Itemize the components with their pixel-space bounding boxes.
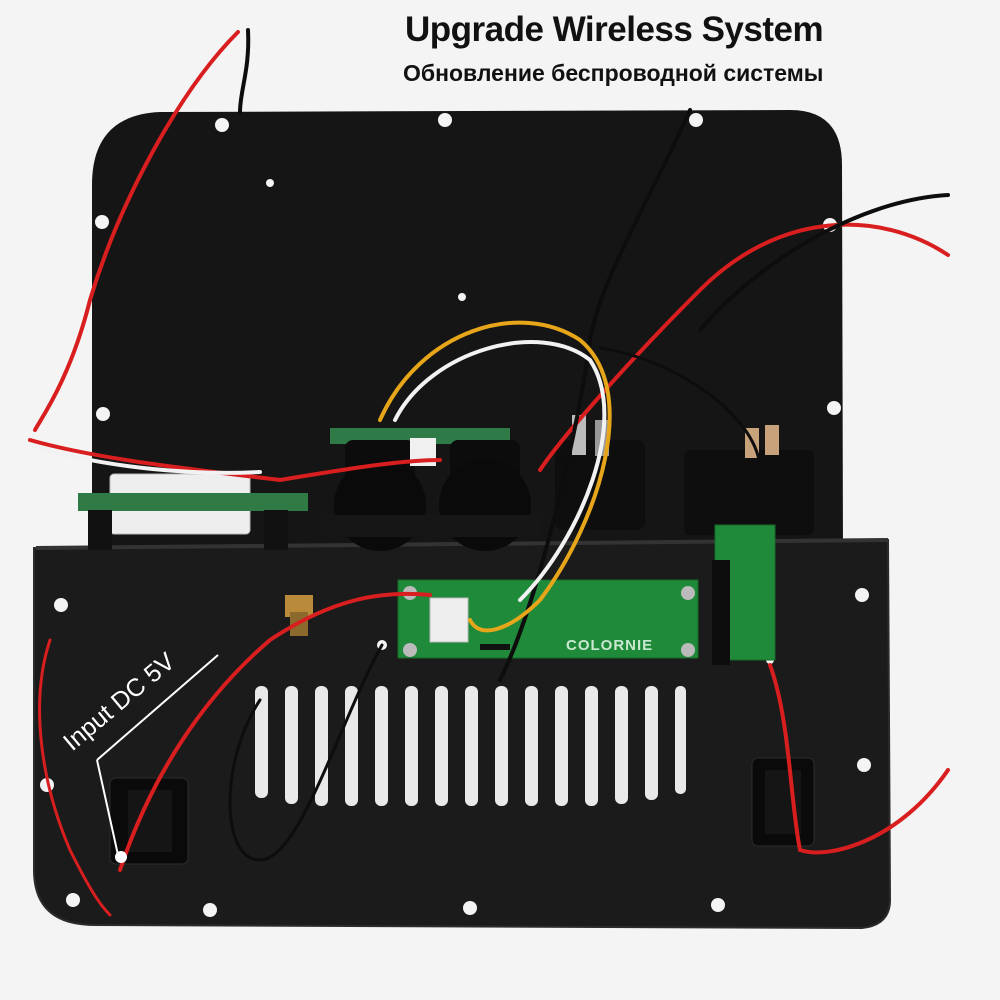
annotation-dot	[115, 851, 127, 863]
xlr-connector-right	[430, 440, 540, 551]
red-wire-right-top	[538, 222, 950, 472]
red-wire-input	[118, 591, 432, 872]
red-wire-bottom-left-exit	[38, 638, 112, 917]
wireless-module-pcb	[397, 579, 699, 659]
white-wire-left	[28, 443, 262, 475]
black-wire-loop-bottom	[228, 643, 384, 862]
white-connector-block	[78, 473, 308, 550]
headline-subtitle: Обновление беспроводной системы	[403, 60, 824, 86]
red-wire-top-left	[33, 30, 240, 432]
vent-slots	[255, 686, 686, 806]
white-wire-loop	[393, 340, 607, 602]
wiring	[28, 28, 950, 917]
black-wire-top-left	[238, 28, 251, 114]
yellow-wire	[378, 320, 612, 633]
black-wire-right-mid	[598, 346, 762, 472]
headline-title: Upgrade Wireless System	[405, 10, 824, 49]
red-wire-left-loop	[28, 438, 442, 483]
annotation-leader-line	[96, 759, 119, 856]
xlr-connector-left	[320, 428, 510, 551]
annotation-underline	[96, 654, 219, 761]
black-wire-right-top	[698, 193, 950, 332]
rocker-switch-right	[751, 757, 815, 847]
module-brand-label: COLORNIE	[566, 637, 654, 654]
switch-pcb	[712, 524, 776, 665]
red-wire-bottom-right	[768, 663, 950, 855]
